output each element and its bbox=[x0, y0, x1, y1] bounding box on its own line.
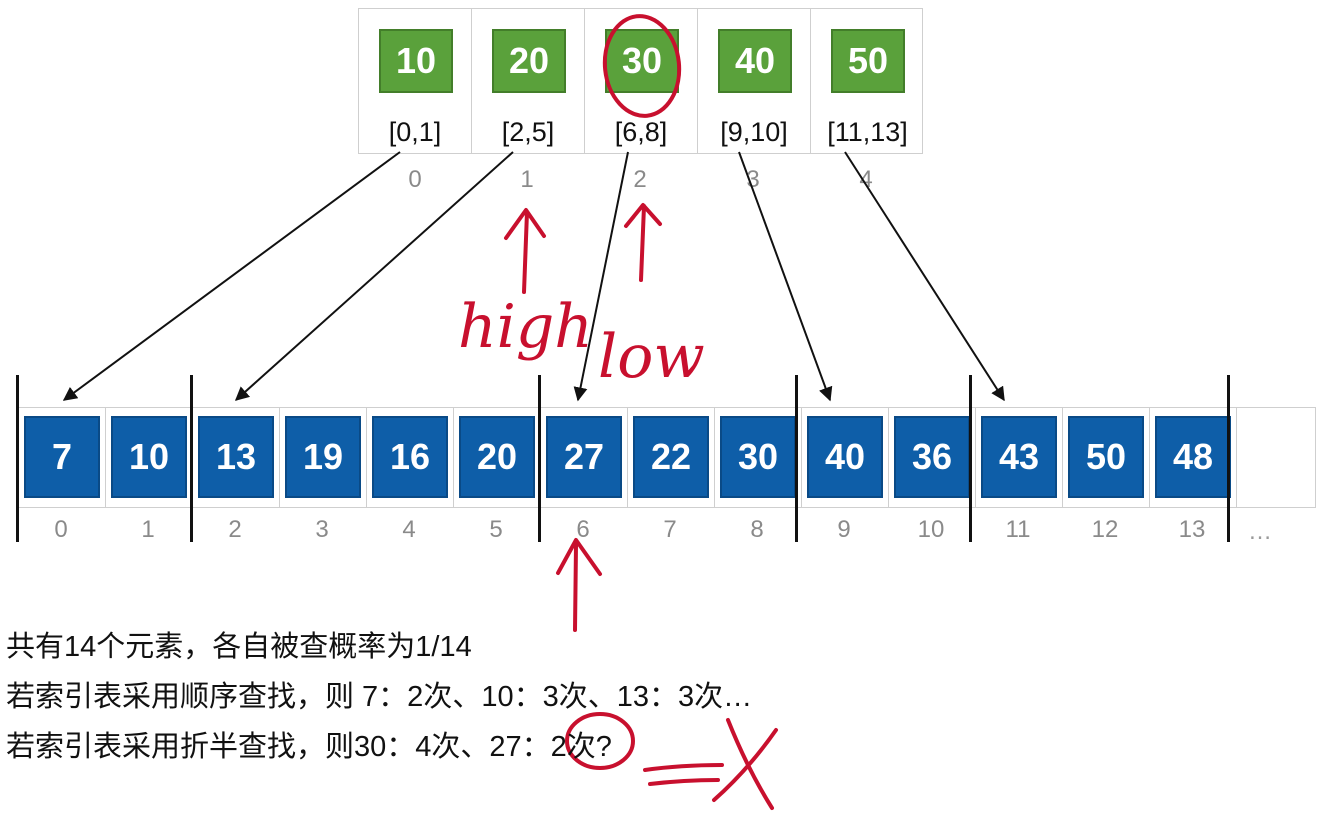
caption-line-2: 若索引表采用顺序查找，则 7：2次、10：3次、13：3次… bbox=[6, 681, 753, 713]
block-separator bbox=[538, 375, 541, 542]
array-index: 4 bbox=[402, 516, 416, 543]
array-value: 36 bbox=[894, 416, 970, 498]
annotation-circle bbox=[602, 14, 682, 118]
index-position: 3 bbox=[746, 166, 760, 193]
caption-line-3: 若索引表采用折半查找，则30：4次、27：2次? bbox=[6, 731, 612, 763]
array-cell: 27 bbox=[541, 408, 628, 507]
index-table: 10 [0,1] 20 [2,5] 30 [6,8] 40 [9,10] 50 … bbox=[358, 8, 923, 154]
array-value: 13 bbox=[198, 416, 274, 498]
array-value: 16 bbox=[372, 416, 448, 498]
array-value: 20 bbox=[459, 416, 535, 498]
low-annotation: low bbox=[598, 322, 705, 392]
array-cell: 48 bbox=[1150, 408, 1237, 507]
array-index: 11 bbox=[1005, 516, 1031, 543]
array-index: 0 bbox=[54, 516, 68, 543]
index-position: 0 bbox=[408, 166, 422, 193]
index-key: 50 bbox=[831, 29, 905, 93]
array-index: 5 bbox=[489, 516, 503, 543]
index-position: 2 bbox=[633, 166, 647, 193]
pointer-arrow bbox=[844, 151, 1005, 402]
caption-line-1: 共有14个元素，各自被查概率为1/14 bbox=[6, 631, 472, 663]
array-index: 13 bbox=[1178, 516, 1206, 543]
array-cell: 7 bbox=[19, 408, 106, 507]
low-pointer-arrow bbox=[624, 203, 662, 282]
array-value: 48 bbox=[1155, 416, 1231, 498]
block-separator bbox=[1227, 375, 1230, 542]
index-range: [2,5] bbox=[501, 117, 555, 147]
array-ellipsis: … bbox=[1248, 518, 1272, 545]
index-key: 10 bbox=[379, 29, 453, 93]
array-value: 7 bbox=[24, 416, 100, 498]
index-key: 20 bbox=[492, 29, 566, 93]
high-pointer-arrow bbox=[504, 208, 546, 294]
array-index: 8 bbox=[750, 516, 764, 543]
index-key: 40 bbox=[718, 29, 792, 93]
array-cell: 43 bbox=[976, 408, 1063, 507]
block-separator bbox=[190, 375, 193, 542]
array-value: 43 bbox=[981, 416, 1057, 498]
pointer-arrow bbox=[738, 151, 833, 402]
array-cell: 50 bbox=[1063, 408, 1150, 507]
array-index: 6 bbox=[576, 516, 590, 543]
array-index: 2 bbox=[228, 516, 242, 543]
index-entry: 10 [0,1] bbox=[359, 9, 472, 154]
index-entry: 20 [2,5] bbox=[472, 9, 585, 154]
main-array: 7 10 13 19 16 20 27 22 30 40 36 43 50 48 bbox=[18, 407, 1316, 508]
array-cell: 22 bbox=[628, 408, 715, 507]
array-cell: 30 bbox=[715, 408, 802, 507]
index-range: [6,8] bbox=[614, 117, 668, 147]
array-cell: 20 bbox=[454, 408, 541, 507]
array-value: 50 bbox=[1068, 416, 1144, 498]
array-index: 12 bbox=[1091, 516, 1119, 543]
index-entry: 40 [9,10] bbox=[698, 9, 811, 154]
annotation-circle bbox=[565, 712, 635, 770]
pointer-arrow bbox=[234, 151, 514, 401]
array-cell: 16 bbox=[367, 408, 454, 507]
index-position: 1 bbox=[520, 166, 534, 193]
array-value: 27 bbox=[546, 416, 622, 498]
array-cell: 10 bbox=[106, 408, 193, 507]
array-value: 40 bbox=[807, 416, 883, 498]
block-separator bbox=[795, 375, 798, 542]
index-range: [9,10] bbox=[720, 117, 788, 147]
index-entry: 50 [11,13] bbox=[811, 9, 924, 154]
index-range: [11,13] bbox=[827, 117, 908, 147]
array-cell: 40 bbox=[802, 408, 889, 507]
array-value: 19 bbox=[285, 416, 361, 498]
array-index: 9 bbox=[837, 516, 851, 543]
array-index: 10 bbox=[917, 516, 945, 543]
array-index: 3 bbox=[315, 516, 329, 543]
pointer-arrow bbox=[62, 151, 401, 401]
index-position: 4 bbox=[859, 166, 873, 193]
index-range: [0,1] bbox=[388, 117, 442, 147]
array-index: 1 bbox=[141, 516, 155, 543]
block-separator bbox=[969, 375, 972, 542]
array-cell: 13 bbox=[193, 408, 280, 507]
high-annotation: high bbox=[458, 292, 593, 362]
annotation-underline bbox=[643, 763, 724, 786]
annotation-cross bbox=[712, 718, 778, 810]
pointer-arrow bbox=[573, 151, 629, 402]
array-index: 7 bbox=[663, 516, 677, 543]
array-value: 22 bbox=[633, 416, 709, 498]
block-separator bbox=[16, 375, 19, 542]
target-pointer-arrow bbox=[556, 538, 602, 632]
array-cell: 19 bbox=[280, 408, 367, 507]
array-cell: 36 bbox=[889, 408, 976, 507]
array-value: 30 bbox=[720, 416, 796, 498]
array-value: 10 bbox=[111, 416, 187, 498]
